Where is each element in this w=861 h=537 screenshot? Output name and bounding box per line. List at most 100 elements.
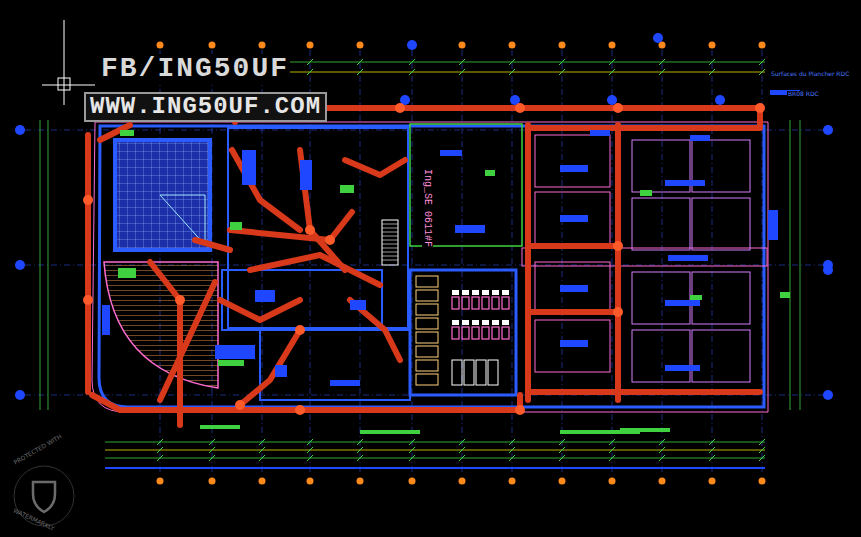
seat-symbol [482, 320, 489, 325]
drain-pipe [525, 125, 531, 400]
cabinet [464, 360, 474, 385]
room [535, 192, 610, 244]
axis-bubble [759, 42, 766, 49]
seat-symbol [462, 290, 469, 295]
axis-bubble [157, 478, 164, 485]
seat-symbol [472, 320, 479, 325]
tag-block [440, 150, 462, 156]
dimension-tick [709, 439, 715, 445]
watermark-url: WWW.ING50UF.COM [84, 92, 327, 122]
stair-tread [382, 228, 398, 229]
dimension-tick [409, 59, 415, 65]
dimension-line [48, 120, 49, 410]
dimension-tick [459, 59, 465, 65]
drain-pipe [150, 262, 180, 425]
tag-block [590, 130, 610, 136]
axis-bubble [409, 478, 416, 485]
locker [416, 346, 438, 357]
axis-bubble [609, 42, 616, 49]
seat-symbol [482, 290, 489, 295]
dimension-tick [659, 59, 665, 65]
axis-line [662, 50, 663, 475]
dimension-tick [659, 439, 665, 445]
dimension-text-block [620, 428, 670, 432]
dimension-tick [357, 59, 363, 65]
dimension-tick [609, 447, 615, 453]
dimension-tick [709, 59, 715, 65]
stair-tread [382, 252, 398, 253]
dimension-tick [459, 69, 465, 75]
dimension-line [105, 442, 765, 443]
dimension-tick [459, 455, 465, 461]
drain-pipe [160, 282, 215, 400]
dimension-tick [157, 447, 163, 453]
tag-block [242, 150, 256, 185]
dimension-tick [609, 59, 615, 65]
tag-block [665, 365, 700, 371]
tag-block [668, 255, 708, 261]
tag-block [768, 210, 778, 240]
dimension-tick [509, 69, 515, 75]
room [632, 198, 690, 250]
manhole [515, 103, 525, 113]
tag-block [300, 160, 312, 190]
dimension-tick [559, 69, 565, 75]
room [535, 320, 610, 372]
stair-tread [382, 240, 398, 241]
axis-bubble [559, 478, 566, 485]
drain-pipe [85, 135, 91, 392]
drain-pipe [528, 125, 760, 131]
manhole [515, 405, 525, 415]
dimension-tick [357, 447, 363, 453]
axis-bubble [653, 33, 663, 43]
seat-symbol [502, 320, 509, 325]
drain-pipe [195, 240, 230, 250]
dimension-tick [609, 455, 615, 461]
axis-bubble [15, 390, 25, 400]
dimension-line [105, 467, 765, 469]
dimension-tick [357, 455, 363, 461]
dimension-tick [209, 455, 215, 461]
manhole [755, 103, 765, 113]
dimension-tick [709, 455, 715, 461]
tag-block [560, 165, 588, 172]
axis-bubble [357, 478, 364, 485]
axis-bubble [209, 478, 216, 485]
stair-tread [382, 232, 398, 233]
dimension-tick [409, 439, 415, 445]
hatched-terrace [104, 262, 218, 388]
axis-bubble [15, 260, 25, 270]
axis-bubble [823, 265, 833, 275]
seat-symbol [452, 320, 459, 325]
seat-symbol [452, 327, 459, 339]
stair-tread [382, 248, 398, 249]
axis-bubble [259, 42, 266, 49]
drain-pipe [232, 150, 300, 230]
dimension-tick [307, 59, 313, 65]
cabinet [476, 360, 486, 385]
dimension-line [800, 120, 801, 410]
manhole [613, 307, 623, 317]
drain-pipe [250, 255, 380, 285]
axis-bubble [715, 95, 725, 105]
dimension-tick [259, 447, 265, 453]
seat-symbol [482, 327, 489, 339]
dimension-tick [659, 69, 665, 75]
drain-pipe [528, 309, 615, 315]
dimension-tick [559, 455, 565, 461]
axis-bubble [709, 478, 716, 485]
dimension-text-block [360, 430, 420, 434]
tag-block [690, 295, 702, 300]
manhole [325, 235, 335, 245]
axis-bubble [357, 42, 364, 49]
tag-block [560, 285, 588, 292]
dimension-tick [259, 455, 265, 461]
seat-symbol [452, 290, 459, 295]
axis-bubble [759, 478, 766, 485]
dimension-tick [609, 439, 615, 445]
note-text: Surfaces du Plancher RDC [770, 71, 850, 78]
dimension-tick [157, 439, 163, 445]
manhole [295, 405, 305, 415]
corridor [522, 248, 767, 266]
